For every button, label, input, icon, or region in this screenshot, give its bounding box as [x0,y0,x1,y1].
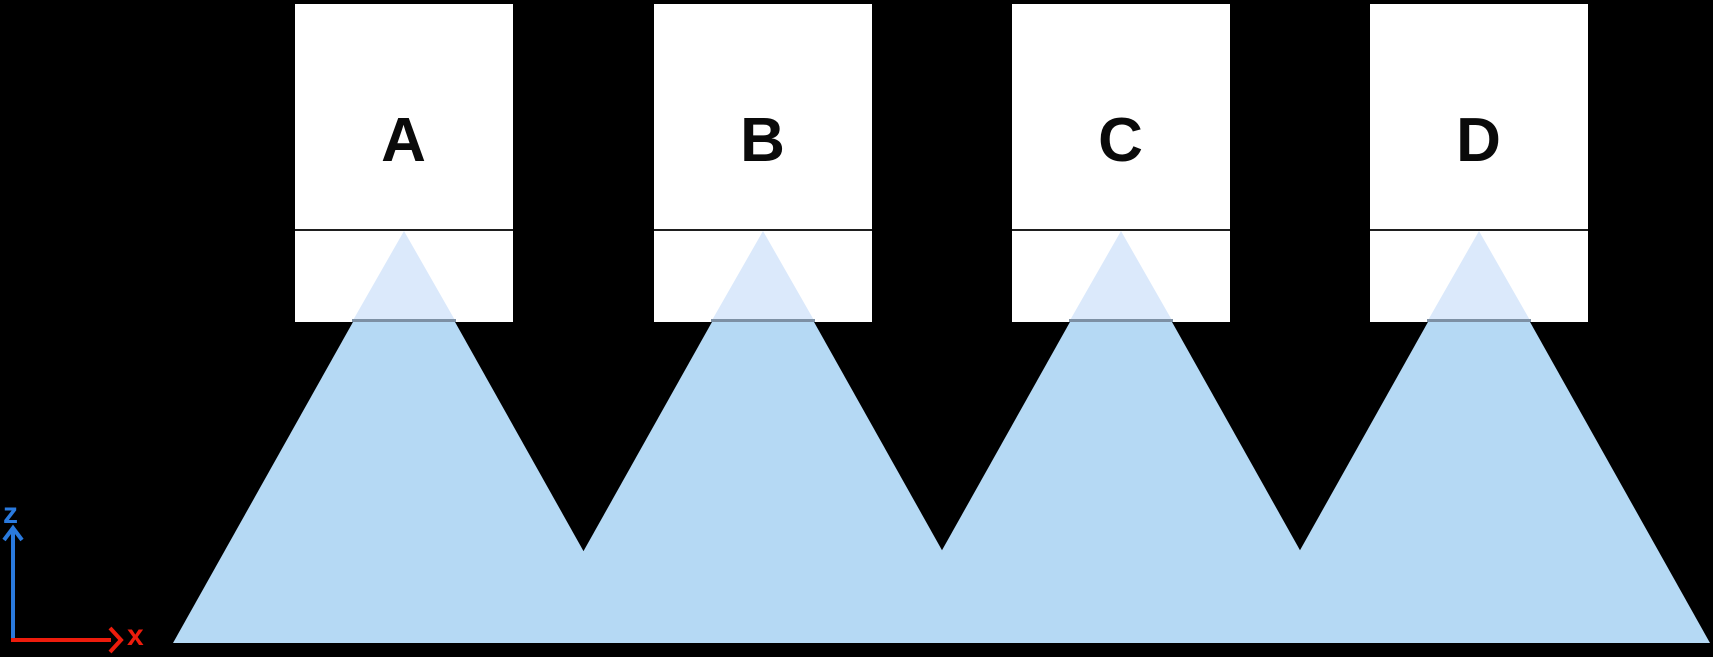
beam-box-junction-line [1427,319,1531,322]
beam-cone-b [532,231,994,643]
sensor-box-c: C [1012,4,1230,322]
box-upper-section: D [1370,4,1588,229]
box-lower-section [1370,231,1588,322]
x-axis-label: x [127,619,144,652]
box-label-c: C [1098,105,1144,175]
beam-cone-c [890,231,1352,643]
box-label-a: A [381,105,427,175]
box-upper-section: C [1012,4,1230,229]
box-divider-line [1370,229,1588,231]
beam-box-junction-line [1069,319,1173,322]
box-upper-section: A [295,4,513,229]
coordinate-axes [2,524,124,654]
beam-box-junction-line [352,319,456,322]
z-axis-label: z [3,497,18,530]
box-divider-line [295,229,513,231]
beam-apex-triangle [352,231,456,322]
box-upper-section: B [654,4,872,229]
x-axis-arrowhead-icon [108,626,124,654]
sensor-box-a: A [295,4,513,322]
box-label-b: B [740,105,786,175]
beam-apex-triangle [711,231,815,322]
box-lower-section [295,231,513,322]
sensor-box-b: B [654,4,872,322]
beam-cone-d [1248,231,1710,643]
beam-cone-a [173,231,635,643]
z-axis-arrowhead-icon [2,524,24,542]
sensor-box-d: D [1370,4,1588,322]
beam-apex-triangle [1427,231,1531,322]
beam-apex-triangle [1069,231,1173,322]
beam-box-junction-line [711,319,815,322]
box-label-d: D [1456,105,1502,175]
box-lower-section [1012,231,1230,322]
box-divider-line [1012,229,1230,231]
box-lower-section [654,231,872,322]
box-divider-line [654,229,872,231]
